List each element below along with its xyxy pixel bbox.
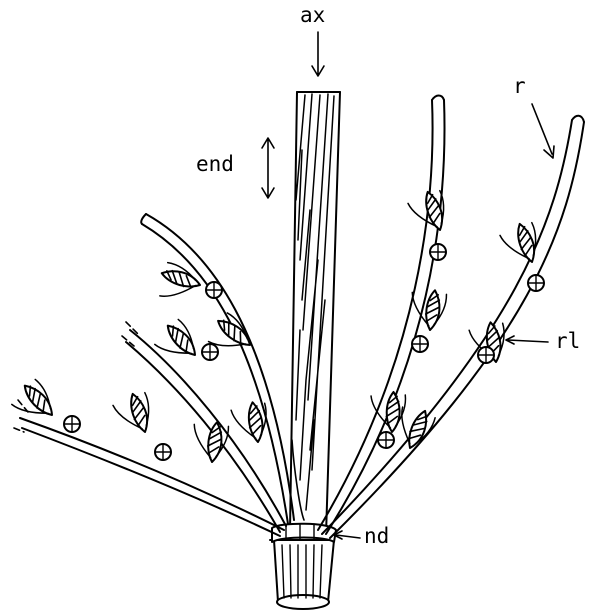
end-label: end (196, 154, 234, 175)
ray-label: r (513, 76, 526, 97)
node-label: nd (364, 526, 389, 547)
left-branches (14, 214, 294, 536)
axis-label: ax (300, 5, 325, 26)
raylet-label: rl (555, 331, 580, 352)
